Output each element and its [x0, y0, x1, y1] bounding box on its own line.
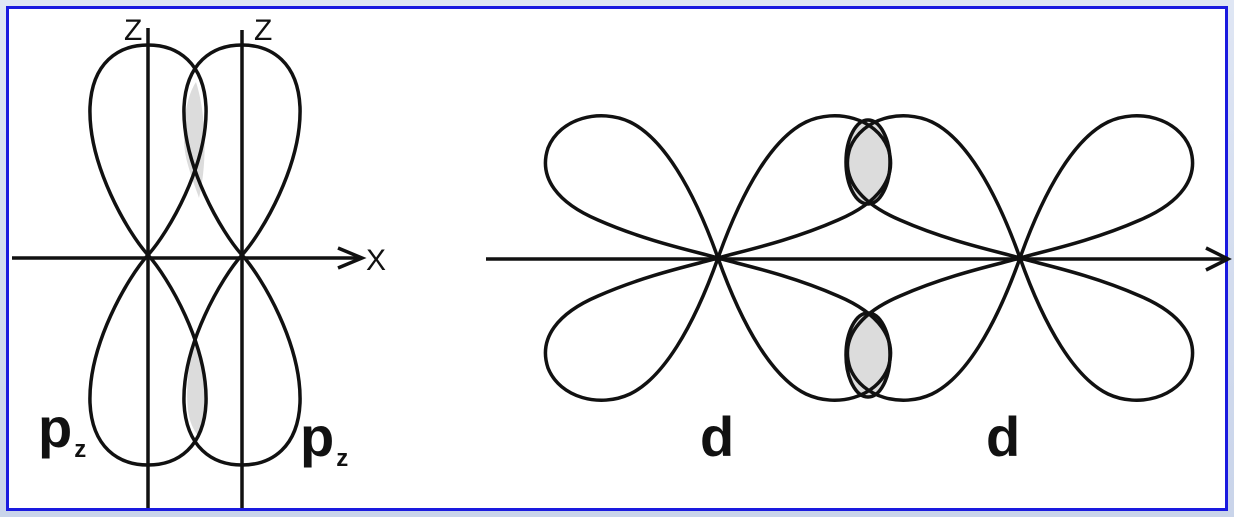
- x-axis-label: X: [366, 244, 386, 277]
- overlap-region-lower: [844, 311, 892, 399]
- orbital-symbol: p: [300, 405, 334, 468]
- dd-delta-overlap: [486, 114, 1232, 402]
- orbital-subscript: z: [336, 445, 348, 472]
- z-axis-left-label: Z: [124, 14, 142, 47]
- orbital-label-d-right: d: [986, 405, 1020, 468]
- z-axis-right-label: Z: [254, 14, 272, 47]
- d-right-lobe-lr: [1018, 256, 1195, 402]
- pz-pi-overlap: [12, 28, 367, 508]
- overlap-region-upper: [183, 82, 205, 198]
- orbital-subscript: z: [74, 436, 86, 463]
- internuclear-axis-arrowhead: [1205, 246, 1232, 272]
- overlap-region-upper: [844, 118, 892, 206]
- x-axis-arrowhead: [337, 246, 367, 270]
- d-right-lobe-ur: [1018, 114, 1195, 260]
- orbital-label-pz-right: pz: [300, 405, 348, 472]
- orbital-label-pz-left: pz: [38, 396, 86, 463]
- orbital-symbol: p: [38, 396, 72, 459]
- d-left-lobe-ul: [543, 114, 720, 260]
- orbital-label-d-left: d: [700, 405, 734, 468]
- d-left-lobe-ll: [543, 256, 720, 402]
